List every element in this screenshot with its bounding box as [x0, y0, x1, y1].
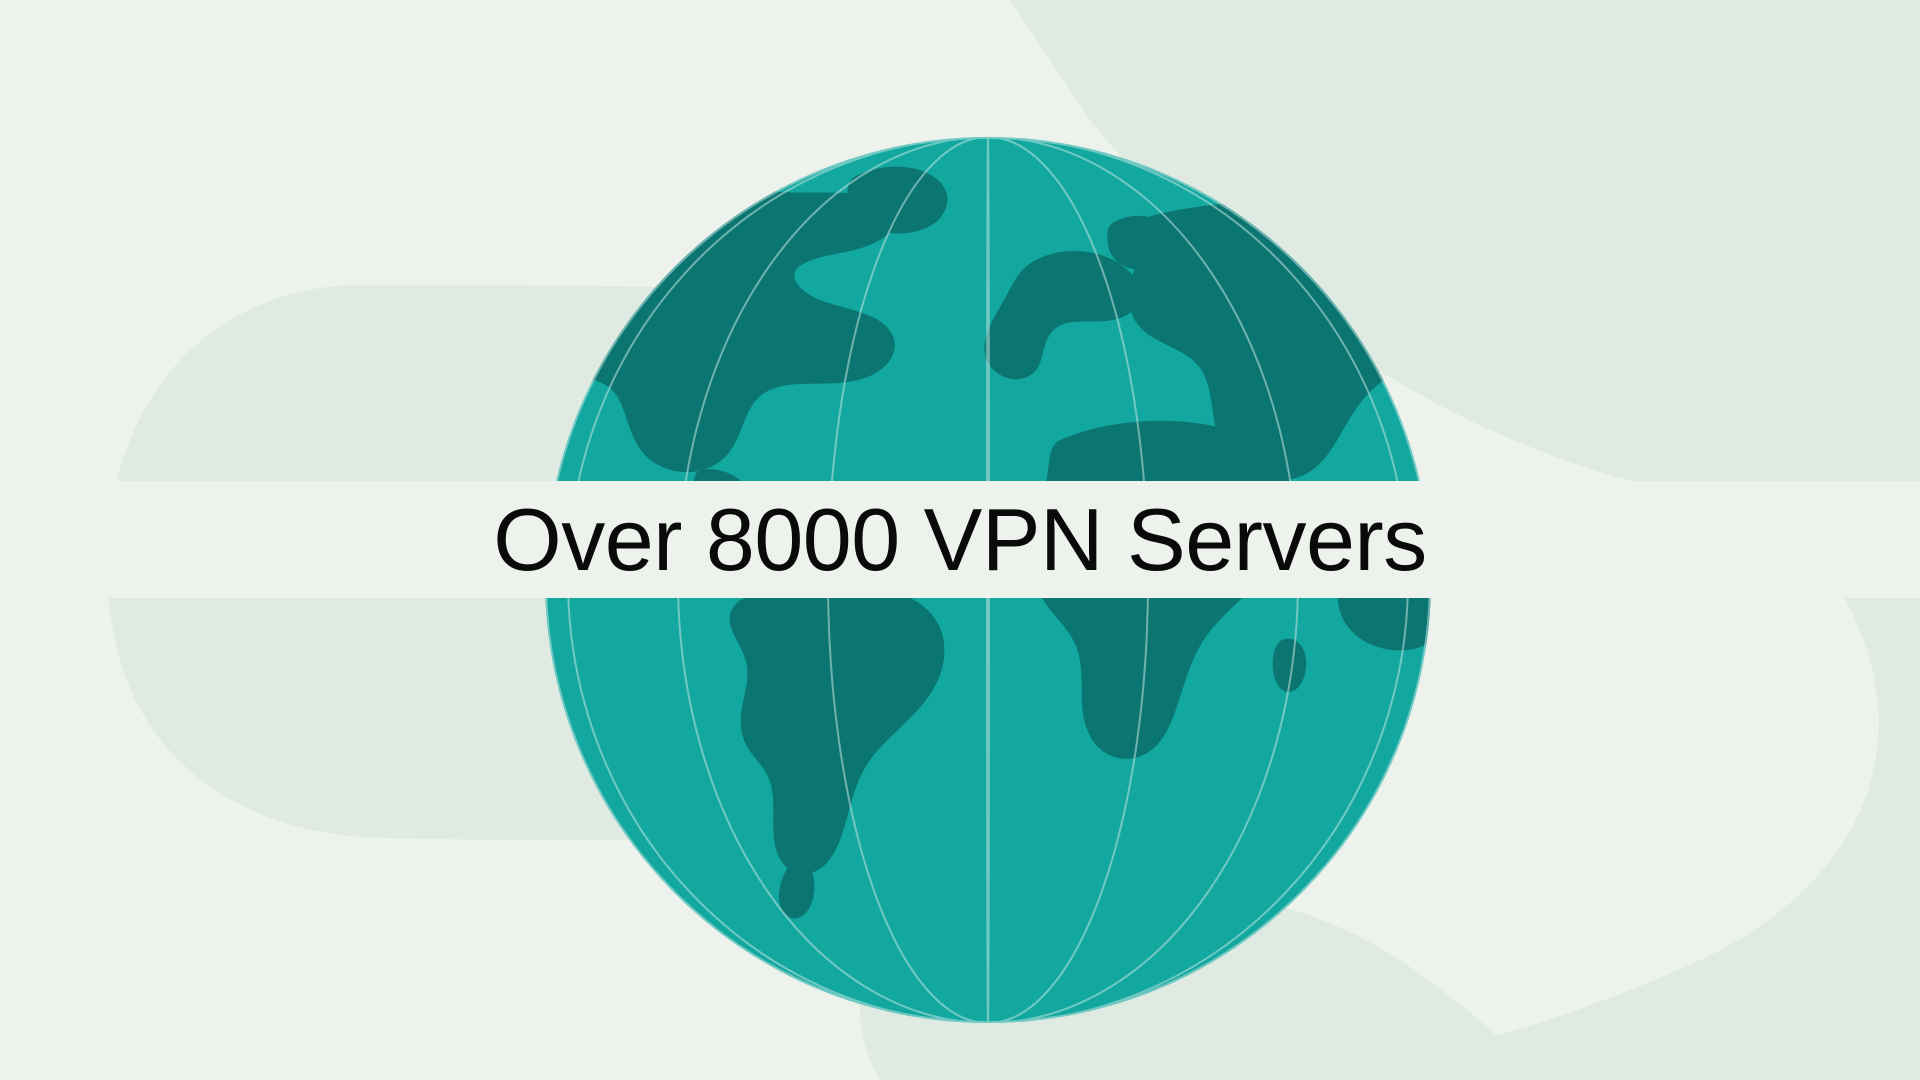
headline-band: Over 8000 VPN Servers	[0, 481, 1920, 598]
land-greenland	[847, 166, 948, 234]
blob-right-top	[1010, 0, 1920, 520]
land-south-america-tip	[778, 856, 815, 919]
land-madagascar	[1272, 638, 1307, 692]
land-british-isles	[1024, 299, 1053, 331]
page-title: Over 8000 VPN Servers	[493, 489, 1427, 589]
land-europe	[984, 250, 1141, 380]
